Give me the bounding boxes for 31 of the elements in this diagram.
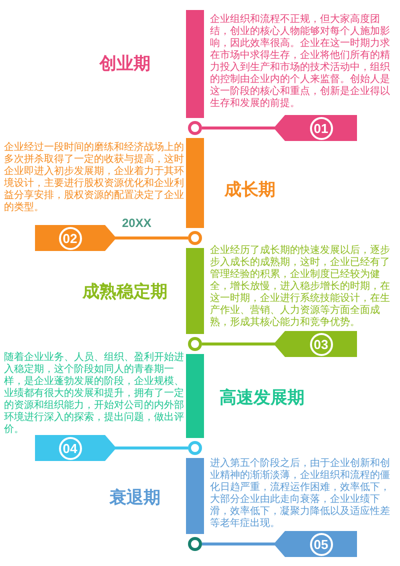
number-tab [35, 225, 115, 251]
stage-title: 创业期 [100, 54, 150, 74]
timeline-bar [186, 10, 204, 118]
connector-line [115, 446, 188, 450]
connector-line [202, 126, 275, 130]
stage-description: 企业经过一段时间的磨练和经济战场上的多次拼杀取得了一定的收获与提高，这时企业即进入初步发展期，企业着力于其环境设计，主要进行股权资源优化和企业利益分享安排，股权资源的配置决定了企业的类型。 [4, 142, 184, 214]
stage-title: 成熟稳定期 [82, 282, 168, 302]
step-number: 05 [310, 532, 332, 556]
number-tab [35, 435, 115, 461]
stage-title: 衰退期 [110, 488, 160, 508]
number-tab [275, 331, 357, 357]
stage-description: 进入第五个阶段之后，由于企业创新和创业精神的渐渐淡薄，企业组织和流程的僵化日趋严重，流程运作困难，效率低下，大部分企业由此走向衰落，企业业绩下滑，效率低下，凝聚力降低以及适应性差等老年症出现。 [210, 458, 391, 530]
connector-line [202, 342, 275, 346]
timeline-bar [186, 138, 204, 228]
number-tab [275, 115, 357, 141]
year-label: 20XX [122, 216, 152, 230]
stage-description: 随着企业业务、人员、组织、盈利开始进入稳定期，这个阶段如同人的青春期一样，是企业蓬勃发展的阶段，企业规模、业绩都有很大的发展和提升，拥有了一定的资源和组织能力，开始对公司的内外部环境进行深入的探索，提出问题，做出评价。 [4, 352, 184, 436]
step-number: 02 [58, 226, 82, 250]
stage-title: 高速发展期 [220, 388, 304, 408]
stage-description: 企业经历了成长期的快速发展以后，逐步步入成长的成熟期，这时，企业已经有了管理经验的积累，企业制度已经较为健全，增长放慢，进入稳步增长的时期，在这一时期，企业进行系统技能设计，在生产作业、营销、人力资源等方面全面成熟，形成其核心能力和竞争优势。 [210, 245, 391, 329]
timeline-bar [186, 248, 204, 334]
stage-title: 成长期 [224, 180, 276, 200]
step-number: 01 [310, 116, 332, 140]
step-number: 03 [310, 332, 332, 356]
stage-description: 企业组织和流程不正规，但大家高度团结，创业的核心人物能够对每个人施加影响，因此效率很高。企业在这一时期力求在市场中求得生存，企业将他们所有的精力投入到生产和市场的技术活动中，组织的控制由企业内的个人来监督。创始人是这一阶段的核心和重点，创新是企业得以生存和发展的前提。 [210, 14, 391, 110]
connector-line [202, 542, 275, 546]
connector-line [115, 236, 188, 240]
step-number: 04 [58, 436, 82, 460]
timeline-bar [186, 458, 204, 534]
timeline-bar [186, 354, 204, 438]
number-tab [275, 531, 357, 557]
